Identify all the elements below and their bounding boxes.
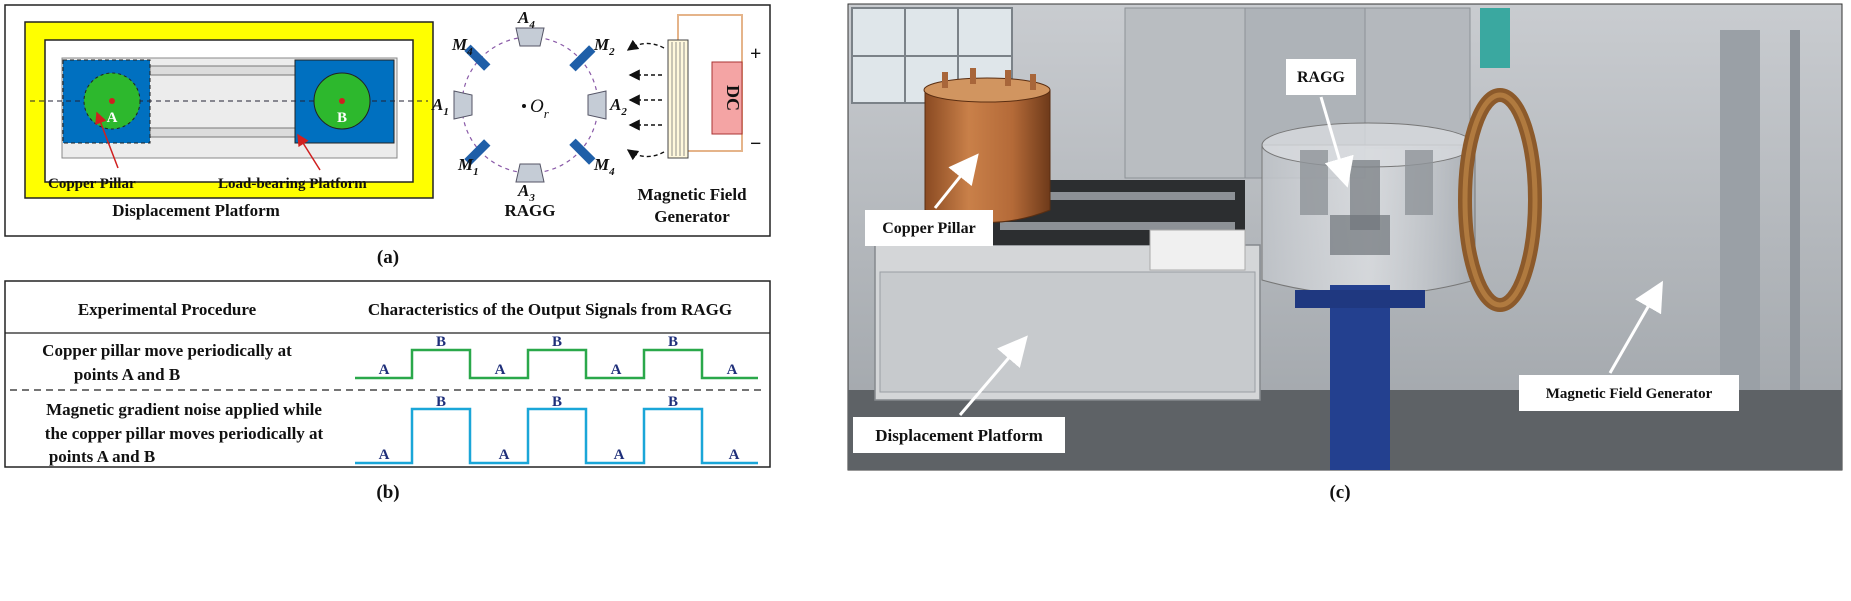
magnet-m4-bottom	[569, 138, 596, 165]
caption-c: (c)	[1329, 482, 1350, 503]
dc-label: DC	[723, 85, 743, 111]
callout-ragg-box	[1286, 59, 1356, 95]
ragg-stand	[1330, 285, 1390, 470]
dc-source	[711, 61, 743, 135]
callout-copper-pillar: Copper Pillar	[882, 220, 975, 237]
signal1-a-1: A	[379, 362, 390, 378]
machine-label-sheet	[1149, 229, 1246, 271]
generator-label-line2: Generator	[654, 207, 730, 226]
point-a-label: A	[107, 110, 118, 126]
sensor-a4	[515, 27, 545, 47]
platform-rail-2	[1000, 222, 1235, 230]
right-post	[1790, 30, 1800, 470]
load-platform-label: Load-bearing Platform	[218, 176, 367, 192]
panel-b: Experimental Procedure Characteristics o…	[4, 280, 771, 503]
point-a-dot	[109, 98, 115, 104]
label-a3: A3	[517, 181, 535, 204]
point-b-dot	[339, 98, 345, 104]
signal2-a-3: A	[614, 447, 625, 463]
callout-magnetic-generator: Magnetic Field Generator	[1546, 386, 1713, 402]
generator-label-line1: Magnetic Field	[637, 185, 747, 204]
callout-displacement-platform: Displacement Platform	[875, 426, 1043, 445]
sensor-a3	[515, 163, 545, 183]
label-a1: A1	[431, 95, 449, 118]
callout-generator-box	[1519, 375, 1739, 411]
signal1-b-2: B	[552, 334, 562, 350]
ragg-diagram: A4 M2 M4 A1 A2 M1 M4 A3 Or RAGG	[431, 8, 627, 220]
minus-label: −	[750, 133, 761, 155]
header-characteristics: Characteristics of the Output Signals fr…	[368, 300, 732, 319]
signal-clean-wave	[355, 348, 758, 380]
panel-b-frame	[4, 280, 771, 468]
caption-b: (b)	[376, 482, 399, 503]
signal-noisy-wave	[355, 407, 758, 465]
callout-copper-arrow	[933, 153, 979, 209]
row2-text-line3: points A and B	[49, 447, 155, 466]
plus-label: +	[750, 43, 761, 65]
callout-displacement-arrow	[958, 335, 1028, 416]
row1-text-line2: points A and B	[74, 365, 180, 384]
signal2-a-1: A	[379, 447, 390, 463]
signal2-a-4: A	[729, 447, 740, 463]
generator-coil	[667, 39, 689, 159]
callout-ragg-arrow	[1319, 96, 1354, 188]
signal2-b-2: B	[552, 394, 562, 410]
sensor-a1	[453, 90, 473, 120]
guide-rail-top	[149, 65, 299, 76]
caption-a: (a)	[377, 247, 399, 268]
guide-rail-bottom	[149, 127, 299, 138]
panel-c-photo: RAGG Copper Pillar Magnetic Field Genera…	[847, 3, 1843, 503]
row2-text-line2: the copper pillar moves periodically at	[45, 424, 324, 443]
label-m4-top: M4	[451, 35, 473, 58]
signal1-b-1: B	[436, 334, 446, 350]
label-a2: A2	[609, 95, 627, 118]
magnet-m2	[569, 45, 596, 72]
copper-pillar-arrow	[95, 111, 119, 169]
signal2-b-3: B	[668, 394, 678, 410]
sensor-a2	[587, 90, 607, 120]
copper-pillar-top	[923, 77, 1051, 103]
wall-fixture-teal	[1480, 8, 1510, 68]
label-a4: A4	[517, 8, 535, 31]
copper-pillar-label: Copper Pillar	[48, 176, 136, 192]
signal1-a-2: A	[495, 362, 506, 378]
signal1-a-4: A	[727, 362, 738, 378]
magnetic-field-generator-diagram: DC + − Magnetic Field Generator	[626, 14, 761, 226]
platform-rail	[1000, 192, 1235, 200]
row1-text-line1: Copper pillar move periodically at	[42, 341, 292, 360]
origin-label: Or	[530, 96, 550, 121]
wall-cabinet-left	[1124, 7, 1246, 179]
platform-machine-door	[879, 271, 1256, 393]
magnet-m1	[464, 139, 491, 166]
signal2-b-1: B	[436, 394, 446, 410]
field-line-1	[626, 39, 665, 51]
origin-dot	[522, 104, 526, 108]
callout-ragg: RAGG	[1297, 69, 1346, 86]
magnet-m4-top	[464, 44, 491, 71]
signal1-b-3: B	[668, 334, 678, 350]
header-procedure: Experimental Procedure	[78, 300, 257, 319]
panel-a: A B Copper Pillar Load-bearing Platform …	[4, 4, 771, 268]
signal1-a-3: A	[611, 362, 622, 378]
field-line-5	[626, 149, 665, 161]
row2-text-line1: Magnetic gradient noise applied while	[46, 400, 322, 419]
label-m2: M2	[593, 35, 615, 58]
copper-pillar-photo	[924, 89, 1051, 223]
load-platform-arrow	[297, 133, 321, 171]
label-m4-bottom: M4	[593, 155, 615, 178]
ragg-label: RAGG	[505, 201, 556, 220]
callout-generator-arrow	[1608, 280, 1663, 374]
displacement-platform-label: Displacement Platform	[112, 201, 280, 220]
callout-copper-box	[865, 210, 993, 246]
label-m1: M1	[457, 155, 479, 178]
callout-displacement-box	[853, 417, 1065, 453]
point-b-label: B	[337, 110, 347, 126]
signal2-a-2: A	[499, 447, 510, 463]
